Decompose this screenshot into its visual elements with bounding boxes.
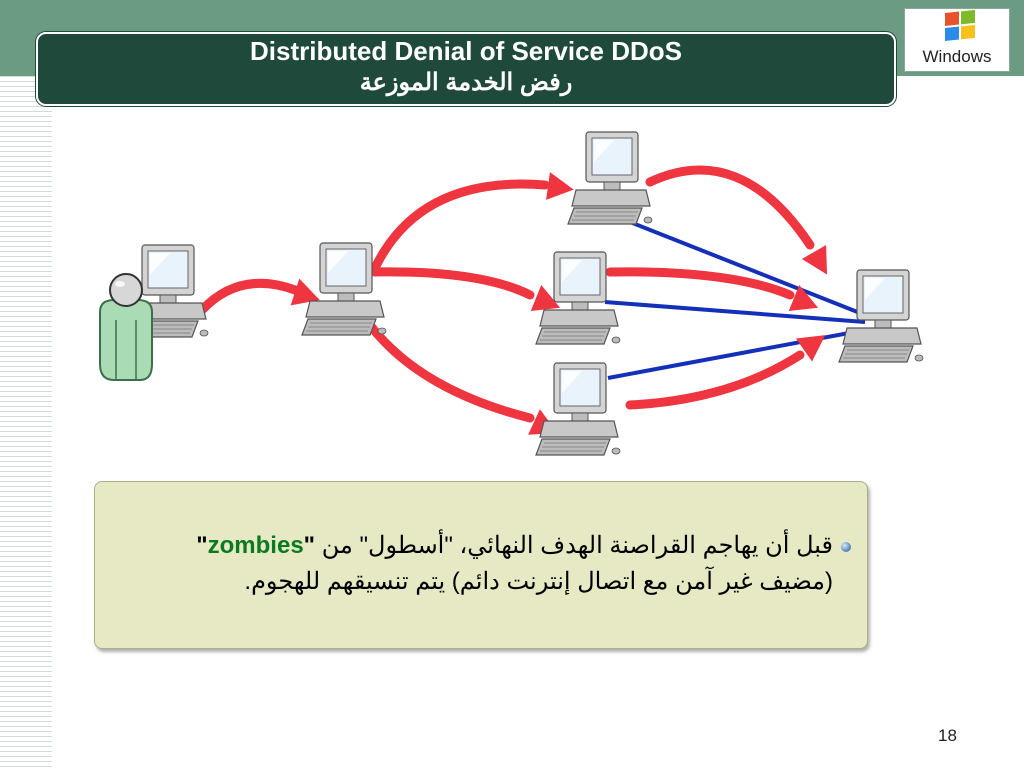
bullet-text-part1: قبل أن يهاجم القراصنة الهدف النهائي، "أس… bbox=[321, 532, 833, 559]
red-arrow-icon bbox=[605, 267, 795, 300]
blue-line bbox=[607, 328, 866, 380]
zombies-quote-open: " bbox=[303, 532, 316, 559]
left-stripe-decoration bbox=[0, 76, 52, 768]
page-number: 18 bbox=[938, 726, 957, 745]
attacker-figure-icon bbox=[99, 273, 153, 381]
ddos-diagram bbox=[99, 131, 924, 456]
zombie-computer-icon bbox=[535, 362, 621, 456]
zombies-term: zombies bbox=[207, 532, 304, 559]
bullet-text: قبل أن يهاجم القراصنة الهدف النهائي، "أس… bbox=[113, 528, 833, 600]
bullet-text-box: قبل أن يهاجم القراصنة الهدف النهائي، "أس… bbox=[94, 481, 868, 649]
target-computer-icon bbox=[838, 269, 924, 363]
red-arrows bbox=[197, 165, 840, 446]
handler-computer-icon bbox=[301, 242, 387, 336]
bullet-icon bbox=[841, 542, 851, 552]
red-arrow-icon bbox=[365, 320, 535, 423]
slide-title: Distributed Denial of Service DDoS bbox=[250, 36, 682, 66]
red-arrow-icon bbox=[645, 165, 815, 250]
red-arrow-icon bbox=[370, 267, 535, 300]
windows-logo-text: Windows bbox=[922, 47, 992, 66]
red-arrow-icon bbox=[197, 278, 300, 315]
red-arrow-icon bbox=[625, 350, 805, 410]
windows-flag-icon bbox=[945, 9, 975, 41]
blue-line bbox=[629, 220, 866, 317]
bullet-text-part2: (مضيف غير آمن مع اتصال إنترنت دائم) يتم … bbox=[244, 568, 833, 595]
windows-logo: Windows bbox=[904, 8, 1010, 72]
zombie-computer-icon bbox=[567, 131, 653, 225]
slide-subtitle: رفض الخدمة الموزعة bbox=[359, 69, 573, 96]
blue-line bbox=[604, 300, 866, 324]
red-arrow-icon bbox=[370, 179, 550, 273]
title-panel: Distributed Denial of Service DDoS رفض ا… bbox=[36, 32, 896, 106]
zombies-quote-close: " bbox=[196, 532, 208, 559]
